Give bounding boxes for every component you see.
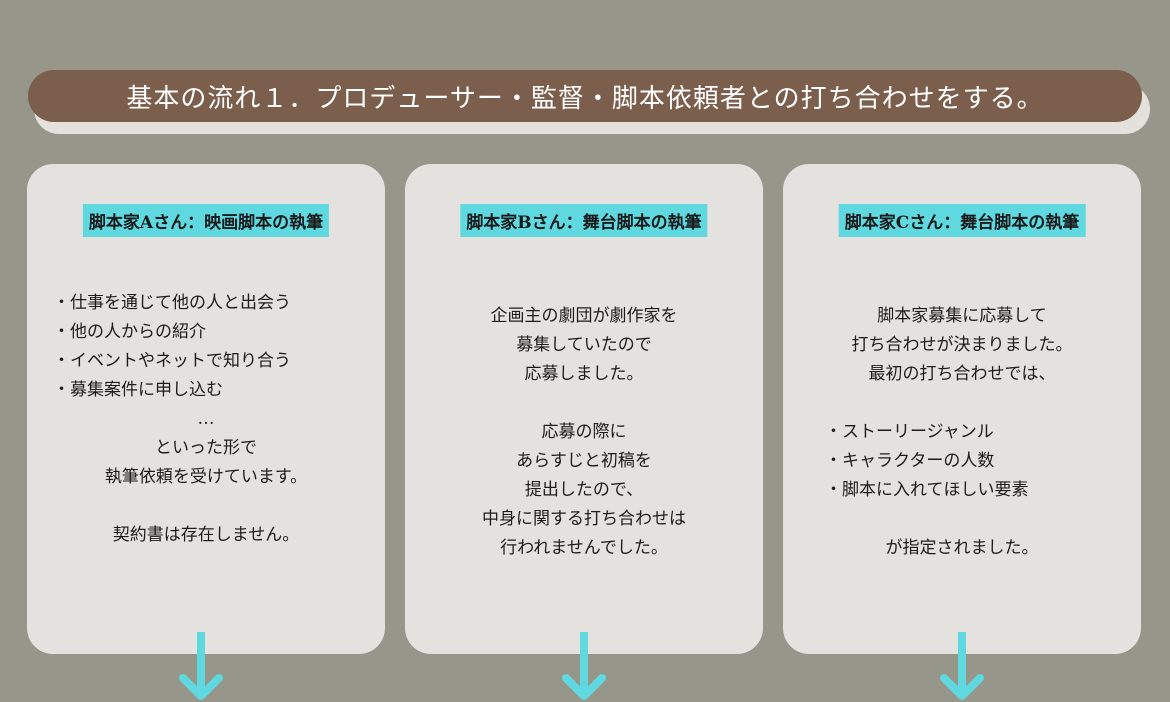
- card-text: 脚本家募集に応募して 打ち合わせが決まりました。 最初の打ち合わせでは、 ・スト…: [783, 302, 1141, 563]
- bullet-item: ・仕事を通じて他の人と出会う: [53, 293, 291, 313]
- bullet-item: ・イベントやネットで知り合う: [53, 351, 291, 371]
- text-line: 打ち合わせが決まりました。: [851, 335, 1073, 355]
- text-line: 執筆依頼を受けています。: [104, 467, 308, 487]
- bullet-item: ・他の人からの紹介: [53, 322, 206, 342]
- card-bullet-list: ・ストーリージャンル ・キャラクターの人数 ・脚本に入れてほしい要素: [783, 418, 1141, 505]
- text-line: …: [197, 409, 215, 429]
- bullet-item: ・ストーリージャンル: [825, 422, 994, 442]
- bullet-item: ・募集案件に申し込む: [53, 380, 223, 400]
- text-line: 応募の際に: [541, 422, 627, 442]
- card-text: 企画主の劇団が劇作家を 募集していたので 応募しました。 応募の際に あらすじと…: [405, 302, 763, 563]
- text-line: 行われませんでした。: [500, 538, 668, 558]
- card-writer-a: 脚本家Aさん：映画脚本の執筆 ・仕事を通じて他の人と出会う ・他の人からの紹介 …: [27, 164, 385, 654]
- text-line: が指定されました。: [885, 538, 1039, 558]
- text-line: といった形で: [155, 438, 257, 458]
- bullet-item: ・キャラクターの人数: [825, 451, 995, 471]
- card-title: 脚本家Bさん：舞台脚本の執筆: [460, 204, 708, 237]
- text-line: 脚本家募集に応募して: [877, 306, 1047, 326]
- spacer-line: [783, 389, 1141, 418]
- arrow-down-icon: [179, 632, 223, 700]
- text-line: 契約書は存在しません。: [112, 525, 300, 545]
- arrow-down-icon: [940, 632, 984, 700]
- text-line: 企画主の劇団が劇作家を: [490, 306, 678, 326]
- text-line: あらすじと初稿を: [516, 451, 652, 471]
- card-writer-c: 脚本家Cさん：舞台脚本の執筆 脚本家募集に応募して 打ち合わせが決まりました。 …: [783, 164, 1141, 654]
- card-title: 脚本家Aさん：映画脚本の執筆: [82, 204, 330, 237]
- card-bullet-list: ・仕事を通じて他の人と出会う ・他の人からの紹介 ・イベントやネットで知り合う …: [53, 289, 385, 405]
- bullet-item: ・脚本に入れてほしい要素: [825, 480, 1029, 500]
- text-line: [405, 389, 763, 418]
- text-line: 最初の打ち合わせでは、: [868, 364, 1056, 384]
- page-title: 基本の流れ１．プロデューサー・監督・脚本依頼者との打ち合わせをする。: [28, 70, 1142, 122]
- text-line: [27, 492, 385, 521]
- text-line: 提出したので、: [524, 480, 644, 500]
- arrow-down-icon: [562, 632, 606, 700]
- card-title: 脚本家Cさん：舞台脚本の執筆: [838, 204, 1086, 237]
- spacer-line: [783, 505, 1141, 534]
- card-text: … といった形で 執筆依頼を受けています。 契約書は存在しません。: [27, 405, 385, 550]
- text-line: 中身に関する打ち合わせは: [482, 509, 686, 529]
- text-line: 応募しました。: [524, 364, 644, 384]
- card-writer-b: 脚本家Bさん：舞台脚本の執筆 企画主の劇団が劇作家を 募集していたので 応募しま…: [405, 164, 763, 654]
- text-line: 募集していたので: [516, 335, 652, 355]
